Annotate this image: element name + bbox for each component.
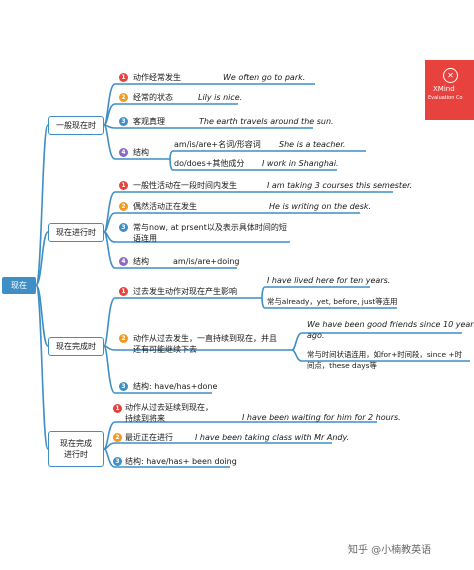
structure-formula[interactable]: am/is/are+doing [173,257,240,266]
priority-3-icon: 3 [119,223,128,232]
example-sentence[interactable]: Lily is nice. [198,93,243,102]
topic-label[interactable]: 常与now, at prsent以及表示具体时间的短 [133,223,287,232]
branch-present-perfect[interactable]: 现在完成时 [48,337,104,356]
sub-topic-label[interactable]: am/is/are+名词/形容词 [174,140,261,149]
branch-simple-present[interactable]: 一般现在时 [48,116,104,135]
badge-subtitle: Evaluation Co [428,95,463,101]
branch-title: 现在完成时 [56,342,96,351]
priority-4-icon: 4 [119,257,128,266]
example-sentence[interactable]: I have been taking class with Mr Andy. [195,433,350,442]
branch-title: 现在进行时 [56,228,96,237]
watermark: 知乎 @小楠教英语 [348,545,432,556]
priority-3-icon: 3 [113,457,122,466]
topic-label-line-2[interactable]: 还有可能继续下去 [133,345,197,354]
topic-label[interactable]: 动作从过去发生，一直持续到现在，并且 [133,334,277,343]
priority-4-icon: 4 [119,148,128,157]
priority-2-icon: 2 [119,334,128,343]
priority-1-icon: 1 [119,287,128,296]
topic-label[interactable]: 动作从过去延续到现在， [125,403,213,412]
example-sentence[interactable]: I have been waiting for him for 2 hours. [242,413,401,422]
topic-label[interactable]: 经常的状态 [133,93,173,102]
priority-1-icon: 1 [113,404,122,413]
branch-title-line: 现在完成 [60,439,92,448]
example-sentence[interactable]: She is a teacher. [279,140,346,149]
sub-topic-label[interactable]: do/does+其他成分 [174,159,245,168]
example-sentence-line-2[interactable]: ago. [307,331,325,340]
example-sentence[interactable]: I am taking 3 courses this semester. [267,181,413,190]
topic-label-line-2[interactable]: 语连用 [133,234,157,243]
close-icon: ✕ [443,68,458,83]
topic-label[interactable]: 一般性活动在一段时间内发生 [133,181,237,190]
topic-label[interactable]: 过去发生动作对现在产生影响 [133,287,237,296]
example-sentence[interactable]: The earth travels around the sun. [199,117,334,126]
example-sentence[interactable]: He is writing on the desk. [269,202,372,211]
usage-note-line-2[interactable]: 间点，these days等 [307,361,377,370]
priority-3-icon: 3 [119,117,128,126]
example-sentence[interactable]: I have lived here for ten years. [267,276,391,285]
topic-label[interactable]: 最近正在进行 [125,433,173,442]
xmind-evaluation-badge: ✕ XMind Evaluation Co [425,60,474,120]
priority-2-icon: 2 [119,202,128,211]
priority-2-icon: 2 [113,433,122,442]
usage-note[interactable]: 常与时间状语连用，如for+时间段，since +时 [307,350,462,359]
priority-2-icon: 2 [119,93,128,102]
priority-3-icon: 3 [119,382,128,391]
topic-label[interactable]: 客观真理 [133,117,165,126]
usage-note[interactable]: 常与already，yet, before, just等连用 [267,297,398,306]
topic-label[interactable]: 动作经常发生 [133,73,181,82]
branch-title: 一般现在时 [56,121,96,130]
topic-label[interactable]: 结构: have/has+done [133,382,218,391]
example-sentence[interactable]: I work in Shanghai. [262,159,339,168]
root-node[interactable]: 现在 [2,277,36,294]
priority-1-icon: 1 [119,181,128,190]
topic-label[interactable]: 结构 [133,148,149,157]
example-sentence[interactable]: We have been good friends since 10 years [307,320,474,329]
branch-present-perfect-continuous[interactable]: 现在完成 进行时 [48,431,104,467]
example-sentence[interactable]: We often go to park. [223,73,306,82]
topic-label[interactable]: 偶然活动正在发生 [133,202,197,211]
branch-present-continuous[interactable]: 现在进行时 [48,223,104,242]
topic-label[interactable]: 结构: have/has+ been doing [125,457,237,466]
topic-label-line-2[interactable]: 持续到将来 [125,414,165,423]
priority-1-icon: 1 [119,73,128,82]
topic-label[interactable]: 结构 [133,257,149,266]
branch-title-line: 进行时 [64,450,88,459]
badge-title: XMind [433,85,455,93]
